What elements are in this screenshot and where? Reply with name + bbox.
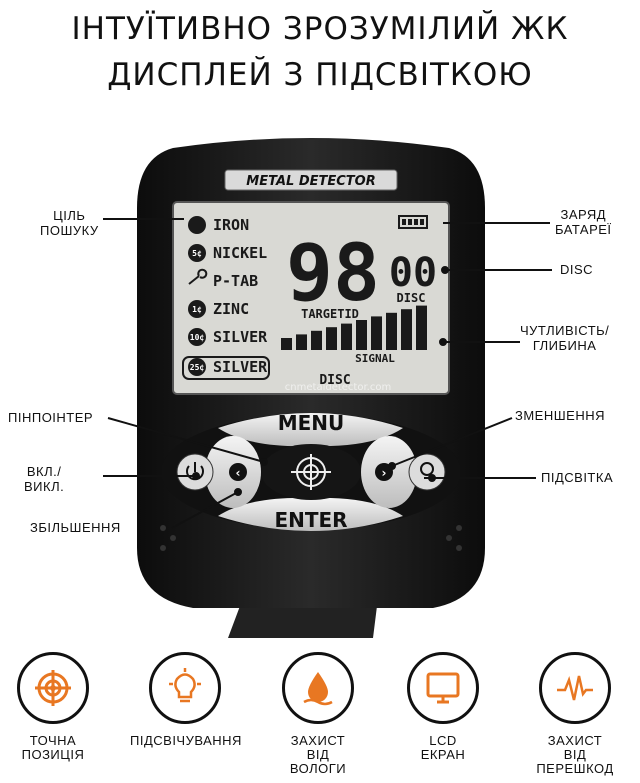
feature-label: LCD ЕКРАН	[420, 733, 466, 762]
selected-target-frame	[182, 356, 270, 380]
coin-value-label: 5¢	[192, 249, 202, 258]
watermark: cnmetaldetector.com	[285, 382, 391, 393]
brand-label: METAL DETECTOR	[246, 174, 375, 189]
disc-number: 00	[389, 250, 437, 296]
silver-coin-icon	[188, 358, 206, 376]
disc-indicator-label: DISC	[397, 291, 426, 305]
monitor-icon	[407, 652, 479, 724]
signal-bar	[356, 320, 367, 350]
zinc-coin-icon	[188, 300, 206, 318]
coin-value-label: 10¢	[190, 333, 205, 342]
pulse-icon	[539, 652, 611, 724]
signal-bar	[386, 312, 397, 350]
target-ptab-label: P-TAB	[213, 272, 258, 290]
target-silver-label: SILVER	[213, 358, 268, 376]
pull-tab-icon	[188, 268, 208, 285]
svg-text:›: ›	[382, 466, 387, 480]
disc-mode-label: DISC	[319, 373, 350, 388]
callout-decrease: ЗМЕНШЕННЯ	[515, 408, 605, 423]
callout-sensitivity: ЧУТЛИВІСТЬ/ ГЛИБИНА	[520, 323, 610, 353]
metal-detector-control-box: METAL DETECTOR cnmetaldetector.com MENU …	[137, 138, 485, 638]
signal-bar	[416, 305, 427, 350]
svg-text:‹: ‹	[236, 466, 241, 480]
silver-coin-icon	[188, 328, 206, 346]
enter-button[interactable]: ENTER	[274, 508, 347, 532]
feature-precise-position: ТОЧНА ПОЗИЦІЯ	[0, 652, 108, 762]
callout-battery: ЗАРЯД БАТАРЕЇ	[555, 207, 612, 237]
lightbulb-icon	[149, 652, 221, 724]
callout-pinpointer: ПІНПОІНТЕР	[8, 410, 94, 425]
battery-icon	[398, 215, 428, 229]
feature-interference-protection: ЗАХИСТ ВІД ПЕРЕШКОД	[520, 652, 630, 776]
signal-bar	[326, 327, 337, 350]
signal-bar	[341, 323, 352, 350]
callout-disc: DISC	[560, 262, 594, 277]
target-nickel-label: NICKEL	[213, 244, 267, 262]
signal-bar	[401, 309, 412, 350]
menu-button[interactable]: MENU	[278, 411, 345, 435]
target-icon	[17, 652, 89, 724]
feature-label: ПІДСВІЧУВАННЯ	[130, 733, 242, 748]
coin-value-label: 1¢	[192, 305, 202, 314]
callout-backlight: ПІДСВІТКА	[541, 470, 614, 485]
iron-indicator-icon	[188, 216, 206, 234]
heading-line1: ІНТУЇТИВНО ЗРОЗУМІЛИЙ ЖК	[71, 11, 569, 47]
target-id-number: 98	[286, 229, 380, 319]
target-zinc-label: ZINC	[213, 300, 249, 318]
signal-bar	[311, 330, 322, 350]
feature-moisture-protection: ЗАХИСТ ВІД ВОЛОГИ	[263, 652, 373, 776]
feature-label: ЗАХИСТ ВІД ПЕРЕШКОД	[536, 733, 614, 776]
target-silver-label: SILVER	[213, 328, 268, 346]
callout-power: ВКЛ./ ВИКЛ.	[24, 464, 65, 494]
feature-label: ЗАХИСТ ВІД ВОЛОГИ	[289, 733, 347, 776]
water-drop-icon	[282, 652, 354, 724]
callout-increase: ЗБІЛЬШЕННЯ	[30, 520, 121, 535]
pinpoint-crosshair-icon	[291, 454, 331, 490]
targetid-label: TARGETID	[301, 307, 359, 321]
coin-value-label: 25¢	[190, 363, 205, 372]
feature-backlight: ПІДСВІЧУВАННЯ	[130, 652, 242, 748]
callout-target: ЦІЛЬ ПОШУКУ	[40, 208, 99, 238]
feature-lcd-screen: LCD ЕКРАН	[388, 652, 498, 762]
signal-label: SIGNAL	[355, 352, 395, 365]
signal-bar	[371, 316, 382, 350]
signal-bar	[296, 334, 307, 350]
heading-line2: ДИСПЛЕЙ З ПІДСВІТКОЮ	[107, 57, 533, 93]
signal-bar	[281, 338, 292, 350]
nickel-coin-icon	[188, 244, 206, 262]
feature-label: ТОЧНА ПОЗИЦІЯ	[21, 733, 85, 762]
target-iron-label: IRON	[213, 216, 249, 234]
